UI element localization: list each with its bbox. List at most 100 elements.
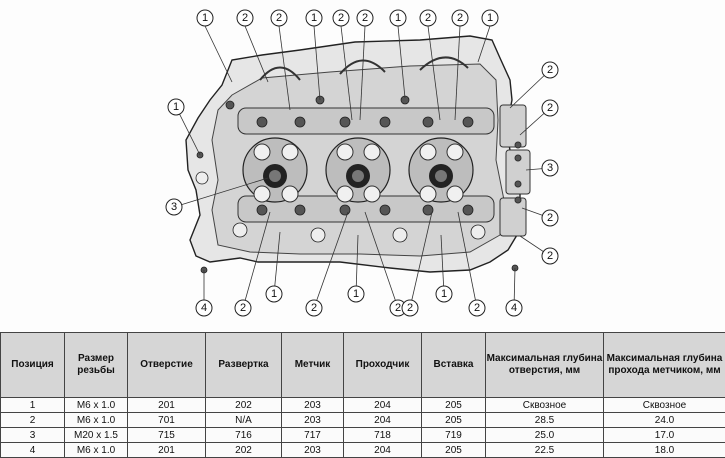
callout-label: 2 [547, 64, 553, 76]
callout-label: 2 [474, 302, 480, 314]
cell-installer: 204 [344, 398, 422, 413]
cell-reamer: N/A [206, 413, 282, 428]
callout: 1 [482, 10, 498, 26]
cell-max-tap-depth: 18.0 [604, 443, 725, 458]
cell-position: 2 [1, 413, 65, 428]
cell-tap: 717 [282, 428, 344, 443]
cell-reamer: 202 [206, 398, 282, 413]
table-header-row: Позиция Размер резьбы Отверстие Развертк… [1, 333, 725, 398]
callout: 1 [348, 286, 364, 302]
col-header-position: Позиция [1, 333, 65, 398]
callout-label: 1 [353, 288, 359, 300]
callout-label: 3 [547, 162, 553, 174]
callout: 3 [542, 160, 558, 176]
cell-drill: 201 [128, 443, 206, 458]
callout: 2 [237, 10, 253, 26]
cell-position: 4 [1, 443, 65, 458]
cell-installer: 204 [344, 413, 422, 428]
cylinder-head-diagram: 1 2 2 1 2 2 1 2 2 1 2 2 3 2 2 1 3 4 2 1 … [0, 0, 725, 318]
col-header-reamer: Развертка [206, 333, 282, 398]
callout: 2 [452, 10, 468, 26]
callout-label: 1 [271, 288, 277, 300]
cell-insert: 719 [422, 428, 486, 443]
cell-insert: 205 [422, 413, 486, 428]
callout: 2 [542, 248, 558, 264]
cell-drill: 715 [128, 428, 206, 443]
cell-thread-size: M6 x 1.0 [65, 443, 128, 458]
callout-label: 2 [242, 12, 248, 24]
col-header-thread-size: Размер резьбы [65, 333, 128, 398]
cell-insert: 205 [422, 398, 486, 413]
callout-label: 4 [201, 302, 207, 314]
callout-label: 1 [311, 12, 317, 24]
cell-max-tap-depth: 24.0 [604, 413, 725, 428]
callout-label: 2 [547, 250, 553, 262]
cell-max-tap-depth: 17.0 [604, 428, 725, 443]
callout-label: 1 [441, 288, 447, 300]
cell-insert: 205 [422, 443, 486, 458]
callout: 2 [357, 10, 373, 26]
col-header-drill: Отверстие [128, 333, 206, 398]
callout-label: 4 [511, 302, 517, 314]
callout-label: 2 [395, 302, 401, 314]
cell-thread-size: M6 x 1.0 [65, 398, 128, 413]
callout-label: 1 [487, 12, 493, 24]
callout: 3 [166, 199, 182, 215]
callout: 4 [196, 300, 212, 316]
callout: 2 [469, 300, 485, 316]
table-row: 3 M20 x 1.5 715 716 717 718 719 25.0 17.… [1, 428, 725, 443]
cell-tap: 203 [282, 413, 344, 428]
callout-label: 1 [202, 12, 208, 24]
callout: 2 [542, 100, 558, 116]
callout: 1 [436, 286, 452, 302]
col-header-tap: Метчик [282, 333, 344, 398]
thread-repair-spec-table: Позиция Размер резьбы Отверстие Развертк… [0, 332, 725, 458]
callout: 4 [506, 300, 522, 316]
callout: 1 [168, 99, 184, 115]
callout-label: 2 [240, 302, 246, 314]
cell-max-tap-depth: Сквозное [604, 398, 725, 413]
callout: 2 [420, 10, 436, 26]
cell-position: 1 [1, 398, 65, 413]
cell-thread-size: M20 x 1.5 [65, 428, 128, 443]
callout-label: 2 [547, 212, 553, 224]
cell-max-hole-depth: 28.5 [486, 413, 604, 428]
cell-drill: 201 [128, 398, 206, 413]
cell-installer: 204 [344, 443, 422, 458]
cell-reamer: 202 [206, 443, 282, 458]
callout: 2 [333, 10, 349, 26]
table-row: 4 M6 x 1.0 201 202 203 204 205 22.5 18.0 [1, 443, 725, 458]
callout-label: 1 [173, 101, 179, 113]
callout-label: 1 [395, 12, 401, 24]
col-header-installer: Проходчик [344, 333, 422, 398]
callout: 1 [197, 10, 213, 26]
callout: 2 [542, 210, 558, 226]
callout-label: 2 [425, 12, 431, 24]
callout-label: 2 [276, 12, 282, 24]
callout: 2 [306, 300, 322, 316]
callout-label: 2 [407, 302, 413, 314]
callout-label: 2 [547, 102, 553, 114]
callout-label: 3 [171, 201, 177, 213]
table-row: 2 M6 x 1.0 701 N/A 203 204 205 28.5 24.0 [1, 413, 725, 428]
callout: 2 [402, 300, 418, 316]
col-header-max-hole-depth: Максимальная глубина отверстия, мм [486, 333, 604, 398]
cell-drill: 701 [128, 413, 206, 428]
cell-max-hole-depth: 22.5 [486, 443, 604, 458]
cell-reamer: 716 [206, 428, 282, 443]
cell-max-hole-depth: Сквозное [486, 398, 604, 413]
cell-installer: 718 [344, 428, 422, 443]
cell-thread-size: M6 x 1.0 [65, 413, 128, 428]
cell-tap: 203 [282, 443, 344, 458]
table-row: 1 M6 x 1.0 201 202 203 204 205 Сквозное … [1, 398, 725, 413]
cell-position: 3 [1, 428, 65, 443]
callout-label: 2 [338, 12, 344, 24]
col-header-max-tap-depth: Максимальная глубина прохода метчиком, м… [604, 333, 725, 398]
callout-label: 2 [311, 302, 317, 314]
callout-label: 2 [362, 12, 368, 24]
cell-max-hole-depth: 25.0 [486, 428, 604, 443]
callout-label: 2 [457, 12, 463, 24]
callout: 2 [235, 300, 251, 316]
callout: 1 [390, 10, 406, 26]
callout: 1 [306, 10, 322, 26]
